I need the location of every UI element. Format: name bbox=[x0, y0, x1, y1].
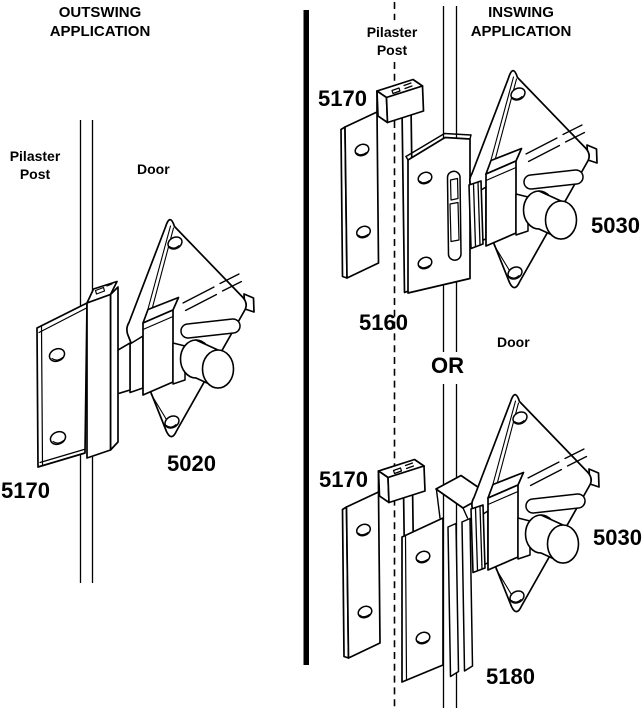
inswing-option1-drawing bbox=[340, 69, 598, 294]
latch-5020-drawing bbox=[104, 218, 255, 438]
inswing-option2-drawing bbox=[341, 393, 600, 683]
part-label-5170-left: 5170 bbox=[1, 478, 50, 503]
keeper-5170-left-drawing bbox=[36, 280, 119, 468]
part-label-5160: 5160 bbox=[359, 310, 408, 335]
or-label: OR bbox=[431, 353, 464, 378]
latch-5030-bottom-drawing bbox=[471, 393, 600, 613]
part-label-5170-bottom: 5170 bbox=[319, 467, 368, 492]
part-label-5180: 5180 bbox=[486, 664, 535, 689]
inswing-drawing bbox=[340, 2, 600, 708]
outswing-drawing bbox=[36, 120, 255, 583]
part-label-5030-top: 5030 bbox=[591, 213, 640, 238]
door-label-right: Door bbox=[497, 334, 530, 350]
part-label-5030-bottom: 5030 bbox=[593, 525, 642, 550]
bolt-staple-top-drawing bbox=[468, 180, 484, 250]
divider-line bbox=[303, 10, 309, 665]
bracket-5160-drawing bbox=[405, 132, 472, 294]
bolt-staple-bottom-drawing bbox=[470, 504, 486, 574]
part-label-5020: 5020 bbox=[167, 451, 216, 476]
latch-5030-top-drawing bbox=[469, 69, 598, 289]
door-label-left: Door bbox=[137, 161, 170, 177]
part-label-5170-top: 5170 bbox=[318, 86, 367, 111]
